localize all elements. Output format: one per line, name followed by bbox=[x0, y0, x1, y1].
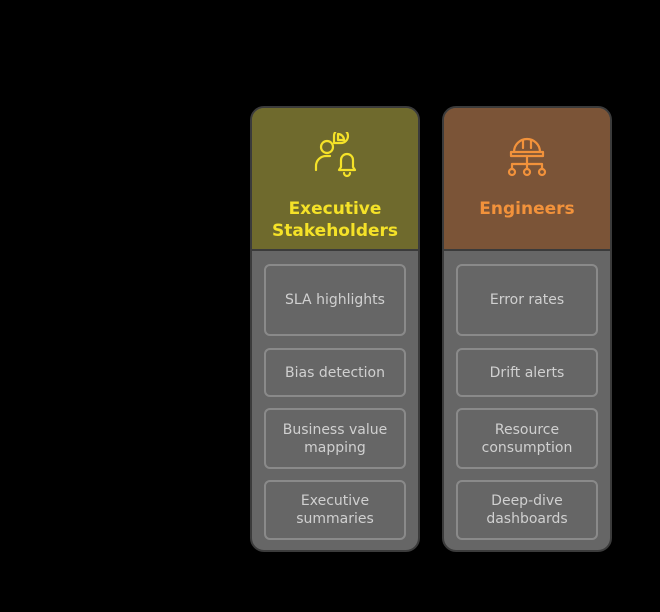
column-engineers: Engineers Error rates Drift alerts Resou… bbox=[442, 106, 612, 552]
cell-text-line2: dashboards bbox=[486, 511, 568, 527]
cell-text-line1: Error rates bbox=[489, 292, 565, 308]
cell-text-line2: summaries bbox=[296, 511, 374, 527]
people-chart-bell-icon bbox=[314, 132, 357, 178]
cell-text-line1: Bias detection bbox=[285, 364, 385, 381]
cell-eng-1: Error rates bbox=[456, 264, 598, 336]
cell-eng-2: Drift alerts bbox=[456, 348, 598, 397]
column-header-executive: Executive Stakeholders bbox=[252, 108, 418, 251]
cell-text-line2: consumption bbox=[481, 439, 573, 456]
column-title-engineers: Engineers bbox=[479, 198, 574, 220]
hardhat-network-icon bbox=[507, 137, 547, 177]
cell-eng-4: Deep-dive dashboards bbox=[456, 480, 598, 540]
diagram-title bbox=[130, 54, 530, 84]
cell-exec-1: SLA highlights bbox=[264, 264, 406, 336]
cell-text-line1: SLA highlights bbox=[285, 292, 385, 308]
cell-text-line1: Business value bbox=[282, 421, 388, 438]
column-title-line2: Stakeholders bbox=[271, 221, 399, 241]
column-title-line1: Engineers bbox=[479, 199, 575, 219]
column-title-executive: Executive Stakeholders bbox=[272, 198, 398, 242]
column-header-engineers: Engineers bbox=[444, 108, 610, 251]
cell-text-line2: mapping bbox=[304, 439, 366, 456]
cell-text-line1: Deep-dive bbox=[491, 493, 563, 509]
cell-exec-2: Bias detection bbox=[264, 348, 406, 397]
cell-text-line1: Drift alerts bbox=[489, 364, 565, 381]
column-title-line1: Executive bbox=[288, 199, 382, 219]
cell-exec-4: Executive summaries bbox=[264, 480, 406, 540]
cell-text-line1: Resource bbox=[494, 421, 560, 438]
column-executive-stakeholders: Executive Stakeholders SLA highlights Bi… bbox=[250, 106, 420, 552]
cell-text-line1: Executive bbox=[300, 493, 370, 509]
